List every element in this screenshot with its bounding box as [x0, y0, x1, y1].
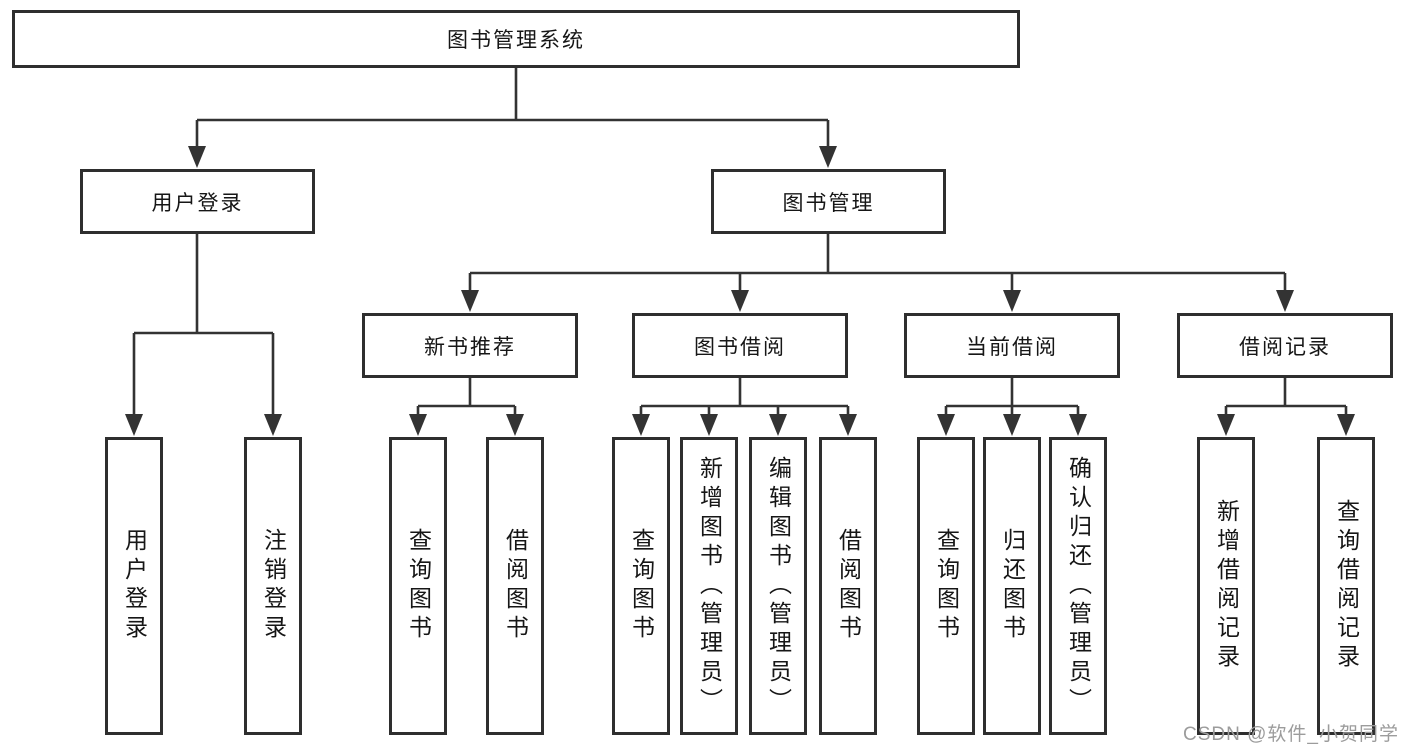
connector-user-login-to-leaves — [125, 234, 282, 436]
leaf-add-books-admin: 新增图书（管理员） — [680, 437, 738, 735]
arrow-down-icon — [937, 414, 955, 436]
node-borrow-records: 借阅记录 — [1177, 313, 1393, 378]
leaf-query-books-borrow: 查询图书 — [612, 437, 670, 735]
leaf-return-books: 归还图书 — [983, 437, 1041, 735]
arrow-down-icon — [731, 290, 749, 312]
arrow-down-icon — [819, 146, 837, 168]
node-book-management: 图书管理 — [711, 169, 946, 234]
node-root: 图书管理系统 — [12, 10, 1020, 68]
arrow-down-icon — [1217, 414, 1235, 436]
leaf-add-borrow-record: 新增借阅记录 — [1197, 437, 1255, 735]
leaf-logout: 注销登录 — [244, 437, 302, 735]
csdn-watermark: CSDN @软件_小贺同学 — [1183, 724, 1399, 745]
connector-book-borrow-to-leaves — [632, 378, 857, 436]
arrow-down-icon — [1069, 414, 1087, 436]
connector-borrow-records-to-leaves — [1217, 378, 1355, 436]
leaf-borrow-books-recommend: 借阅图书 — [486, 437, 544, 735]
arrow-down-icon — [461, 290, 479, 312]
arrow-down-icon — [1337, 414, 1355, 436]
arrow-down-icon — [188, 146, 206, 168]
leaf-borrow-books: 借阅图书 — [819, 437, 877, 735]
arrow-down-icon — [769, 414, 787, 436]
leaf-confirm-return-admin: 确认归还（管理员） — [1049, 437, 1107, 735]
arrow-down-icon — [839, 414, 857, 436]
node-book-borrow: 图书借阅 — [632, 313, 848, 378]
leaf-query-books-recommend: 查询图书 — [389, 437, 447, 735]
arrow-down-icon — [1003, 290, 1021, 312]
arrow-down-icon — [632, 414, 650, 436]
leaf-user-login: 用户登录 — [105, 437, 163, 735]
arrow-down-icon — [125, 414, 143, 436]
leaf-edit-books-admin: 编辑图书（管理员） — [749, 437, 807, 735]
connector-root-to-level2 — [188, 68, 837, 168]
arrow-down-icon — [264, 414, 282, 436]
arrow-down-icon — [1003, 414, 1021, 436]
node-new-book-recommend: 新书推荐 — [362, 313, 578, 378]
connector-new-book-recommend-to-leaves — [409, 378, 524, 436]
arrow-down-icon — [409, 414, 427, 436]
arrow-down-icon — [700, 414, 718, 436]
node-current-borrow: 当前借阅 — [904, 313, 1120, 378]
connector-book-management-to-level3 — [461, 234, 1294, 312]
arrow-down-icon — [1276, 290, 1294, 312]
node-user-login: 用户登录 — [80, 169, 315, 234]
leaf-query-books-current: 查询图书 — [917, 437, 975, 735]
leaf-query-borrow-record: 查询借阅记录 — [1317, 437, 1375, 735]
connector-current-borrow-to-leaves — [937, 378, 1087, 436]
arrow-down-icon — [506, 414, 524, 436]
